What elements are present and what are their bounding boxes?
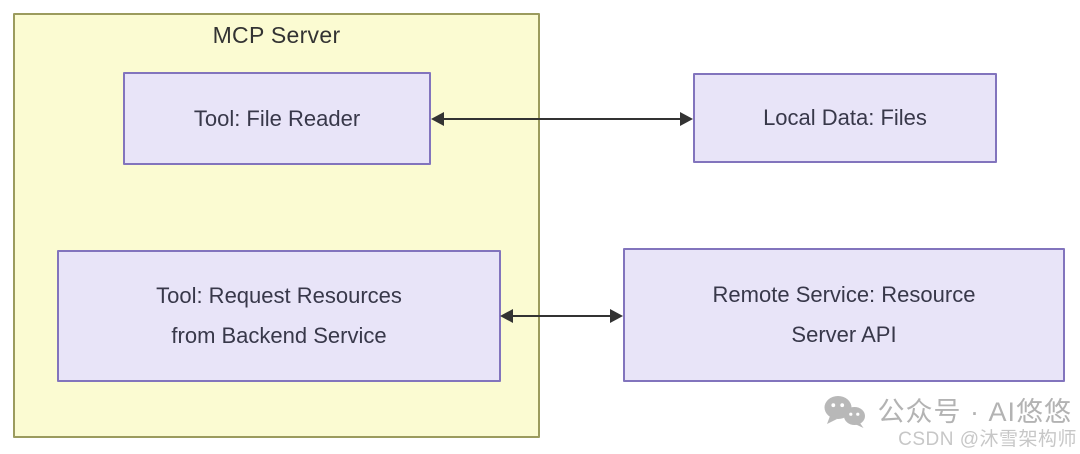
arrow-shaft: [513, 314, 610, 318]
node-tool-file-reader: Tool: File Reader: [123, 72, 431, 165]
node-remote-service-api: Remote Service: Resource Server API: [623, 248, 1065, 382]
node-local-data-files: Local Data: Files: [693, 73, 997, 163]
watermark-line2: CSDN @沐雪架构师: [898, 429, 1077, 450]
arrowhead-right-icon: [680, 112, 693, 126]
watermark-line1: 公众号 · AI悠悠: [877, 396, 1072, 427]
node-remote-service-api-label-line2: Server API: [791, 322, 897, 347]
node-tool-request-resources: Tool: Request Resources from Backend Ser…: [57, 250, 501, 382]
node-tool-request-resources-label-line2: from Backend Service: [171, 323, 387, 348]
node-local-data-files-label: Local Data: Files: [763, 105, 927, 130]
arrowhead-left-icon: [431, 112, 444, 126]
node-tool-file-reader-label: Tool: File Reader: [193, 105, 361, 131]
arrowhead-left-icon: [500, 309, 513, 323]
node-remote-service-api-label-line1: Remote Service: Resource: [712, 282, 976, 307]
wechat-icon: [823, 395, 867, 428]
arrowhead-right-icon: [610, 309, 623, 323]
node-tool-request-resources-label-line1: Tool: Request Resources: [156, 283, 402, 308]
arrow-shaft: [444, 117, 680, 121]
mcp-server-title: MCP Server: [212, 22, 341, 48]
arrow-file-reader-local-data: [431, 111, 693, 127]
arrow-request-remote-service: [500, 308, 623, 324]
watermark: 公众号 · AI悠悠 CSDN @沐雪架构师: [823, 395, 1080, 452]
